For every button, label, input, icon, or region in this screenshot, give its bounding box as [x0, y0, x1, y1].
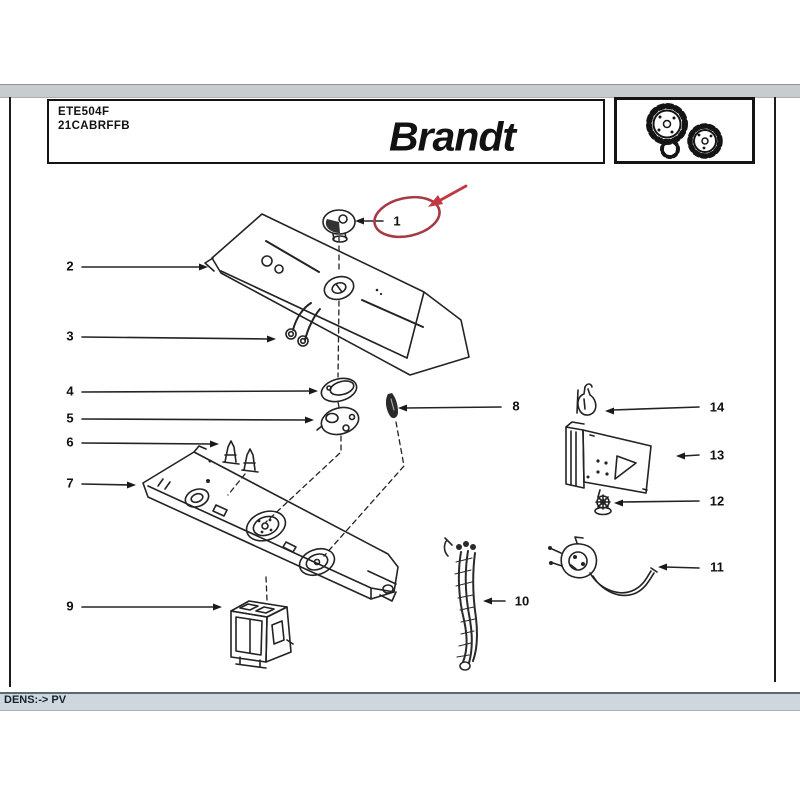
- part-label-13[interactable]: 13: [709, 447, 725, 463]
- model-code: ETE504F: [58, 106, 110, 118]
- part-label-7[interactable]: 7: [66, 475, 74, 491]
- pin-part-8: [385, 393, 398, 419]
- catalog-code: 21CABRFFB: [58, 120, 130, 132]
- page-right-border: [774, 97, 776, 682]
- model-codes: ETE504F 21CABRFFB: [58, 105, 130, 133]
- part-label-3[interactable]: 3: [66, 328, 74, 344]
- buttons-part-3: [285, 328, 309, 347]
- part-label-5[interactable]: 5: [66, 410, 74, 426]
- bracket-part-13: [565, 421, 652, 498]
- switch-clips-part-6: [222, 440, 259, 473]
- highlight-ellipse: [373, 195, 441, 239]
- part-label-12[interactable]: 12: [709, 493, 725, 509]
- disc-part-5: [316, 406, 360, 436]
- highlight-arrow-shaft: [435, 184, 468, 204]
- assembly-axis-lines: [227, 236, 405, 601]
- part-label-2[interactable]: 2: [66, 258, 74, 274]
- knob-part-1: [322, 209, 356, 243]
- brand-logo: Brandt: [388, 113, 516, 160]
- leader-lines: [81, 217, 700, 611]
- part-label-8[interactable]: 8: [512, 398, 520, 414]
- highlight-arrow-head: [428, 195, 443, 207]
- timer-block-part-9: [230, 600, 294, 669]
- part-label-9[interactable]: 9: [66, 598, 74, 614]
- clip-part-14: [576, 383, 597, 416]
- gears-icon-box: [614, 97, 755, 164]
- power-cord-part-11: [548, 536, 658, 597]
- base-plate-part-7: [142, 445, 399, 602]
- ring-part-4: [320, 377, 358, 403]
- part-label-11[interactable]: 11: [710, 559, 724, 575]
- top-separator-bar: [0, 84, 800, 98]
- status-bar: [0, 692, 800, 711]
- title-box: [47, 99, 605, 164]
- status-text: DENS:-> PV: [4, 694, 67, 706]
- part-label-4[interactable]: 4: [66, 383, 74, 399]
- part-label-14[interactable]: 14: [709, 399, 725, 415]
- part-label-6[interactable]: 6: [66, 434, 74, 450]
- control-panel-part-2: [204, 213, 470, 376]
- part-label-10[interactable]: 10: [514, 593, 530, 609]
- part-label-1[interactable]: 1: [393, 213, 401, 229]
- page-left-border: [9, 97, 11, 687]
- screw-part-12: [594, 494, 612, 516]
- wiring-harness-part-10: [443, 537, 478, 671]
- highlight-annotation: [373, 184, 468, 239]
